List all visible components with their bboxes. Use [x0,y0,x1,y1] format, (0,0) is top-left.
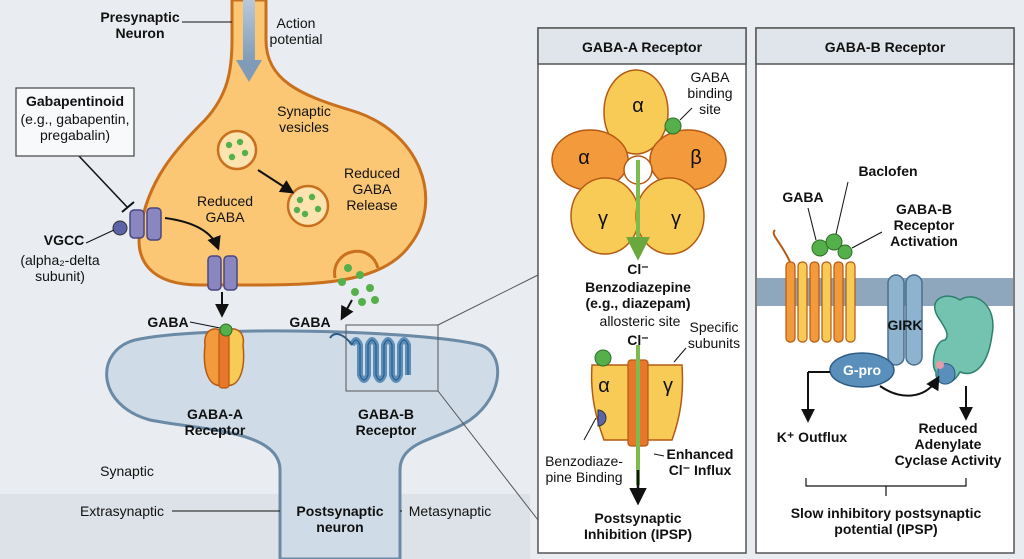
gamma-left: γ [598,208,608,230]
benzodiazepine-label: Benzodiazepine(e.g., diazepam) [585,279,691,311]
inhibition-line [77,154,129,209]
gaba-a-pentamer [551,69,727,255]
reduced-gaba-arrow [164,217,221,251]
benzo-binding-label: Benzodiaze-pine Binding [545,453,623,485]
panel-b-header [755,27,1015,65]
vesicle-2 [286,184,330,228]
allosteric-label: allosteric site [600,313,681,329]
baclofen-label: Baclofen [858,163,917,179]
gpro-to-ac-arrow [879,375,940,397]
vesicle-1 [216,129,258,171]
vgcc-label: VGCC [44,232,84,248]
gabapentinoid-body: (e.g., gabapentin,pregabalin) [21,111,130,143]
gabapentinoid-title: Gabapentinoid [26,93,124,109]
gpro-label: G-pro [843,362,881,378]
vgcc-leader [85,229,115,244]
presynaptic-channel [207,255,238,291]
k-outflux-label: K⁺ Outflux [777,429,848,445]
gaba-b-7tm [772,229,856,343]
gaba-a-receptor-left [203,323,245,389]
g-protein [829,352,895,388]
release-arrow [340,299,354,321]
gaba-b-leader [807,207,817,241]
synaptic-label: Synaptic [100,463,154,479]
panel-a-header [537,27,747,65]
gamma-side: γ [663,375,673,397]
extrasynaptic-label: Extrasynaptic [80,503,164,519]
baclofen-leader [835,181,849,235]
gaba-a-side-view [590,349,684,447]
activation-leader [851,231,883,249]
metasynaptic-label: Metasynaptic [409,503,491,519]
gaba-b-gaba-label: GABA [782,189,823,205]
girk-label: GIRK [888,317,923,333]
release-pocket [333,249,380,279]
released-gaba [338,264,379,306]
binding-site-leader [679,107,693,121]
zoom-box [345,324,439,392]
alpha-side: α [598,375,610,397]
specific-leader [673,347,687,363]
enhanced-leader [653,453,665,457]
vesicle-arrow [257,169,295,194]
vgcc-channel [112,207,162,241]
girk-channel [887,274,923,366]
panel-a-title: GABA-A Receptor [582,39,703,55]
benzo-binding-leader [583,417,597,441]
ac-pink-site [936,361,944,369]
action-potential-arrowhead [236,60,262,82]
presynaptic-terminal [137,0,428,287]
ipsp-bracket [805,478,967,496]
cl2-label: Cl⁻ [627,332,648,348]
panel-b-title: GABA-B Receptor [825,39,946,55]
postsynaptic-neuron [105,329,500,559]
action-potential-arrow [243,0,255,62]
adenylate-cyclase [932,295,994,385]
zoom-line-bottom [437,390,539,521]
gaba-left-label: GABA [147,314,188,330]
beta-right: β [690,147,702,169]
alpha-top: α [632,95,644,117]
gaba-right-label: GABA [289,314,330,330]
gabapentinoid-box [15,87,135,157]
inhibition-bar [121,201,135,213]
gaba-b-receptor-left [329,333,411,383]
gaba-left-leader [189,321,221,329]
alpha-left: α [578,147,590,169]
cl-label: Cl⁻ [627,261,648,277]
gamma-right: γ [671,208,681,230]
extrasynaptic-band [0,494,530,559]
zoom-line-top [437,274,539,326]
